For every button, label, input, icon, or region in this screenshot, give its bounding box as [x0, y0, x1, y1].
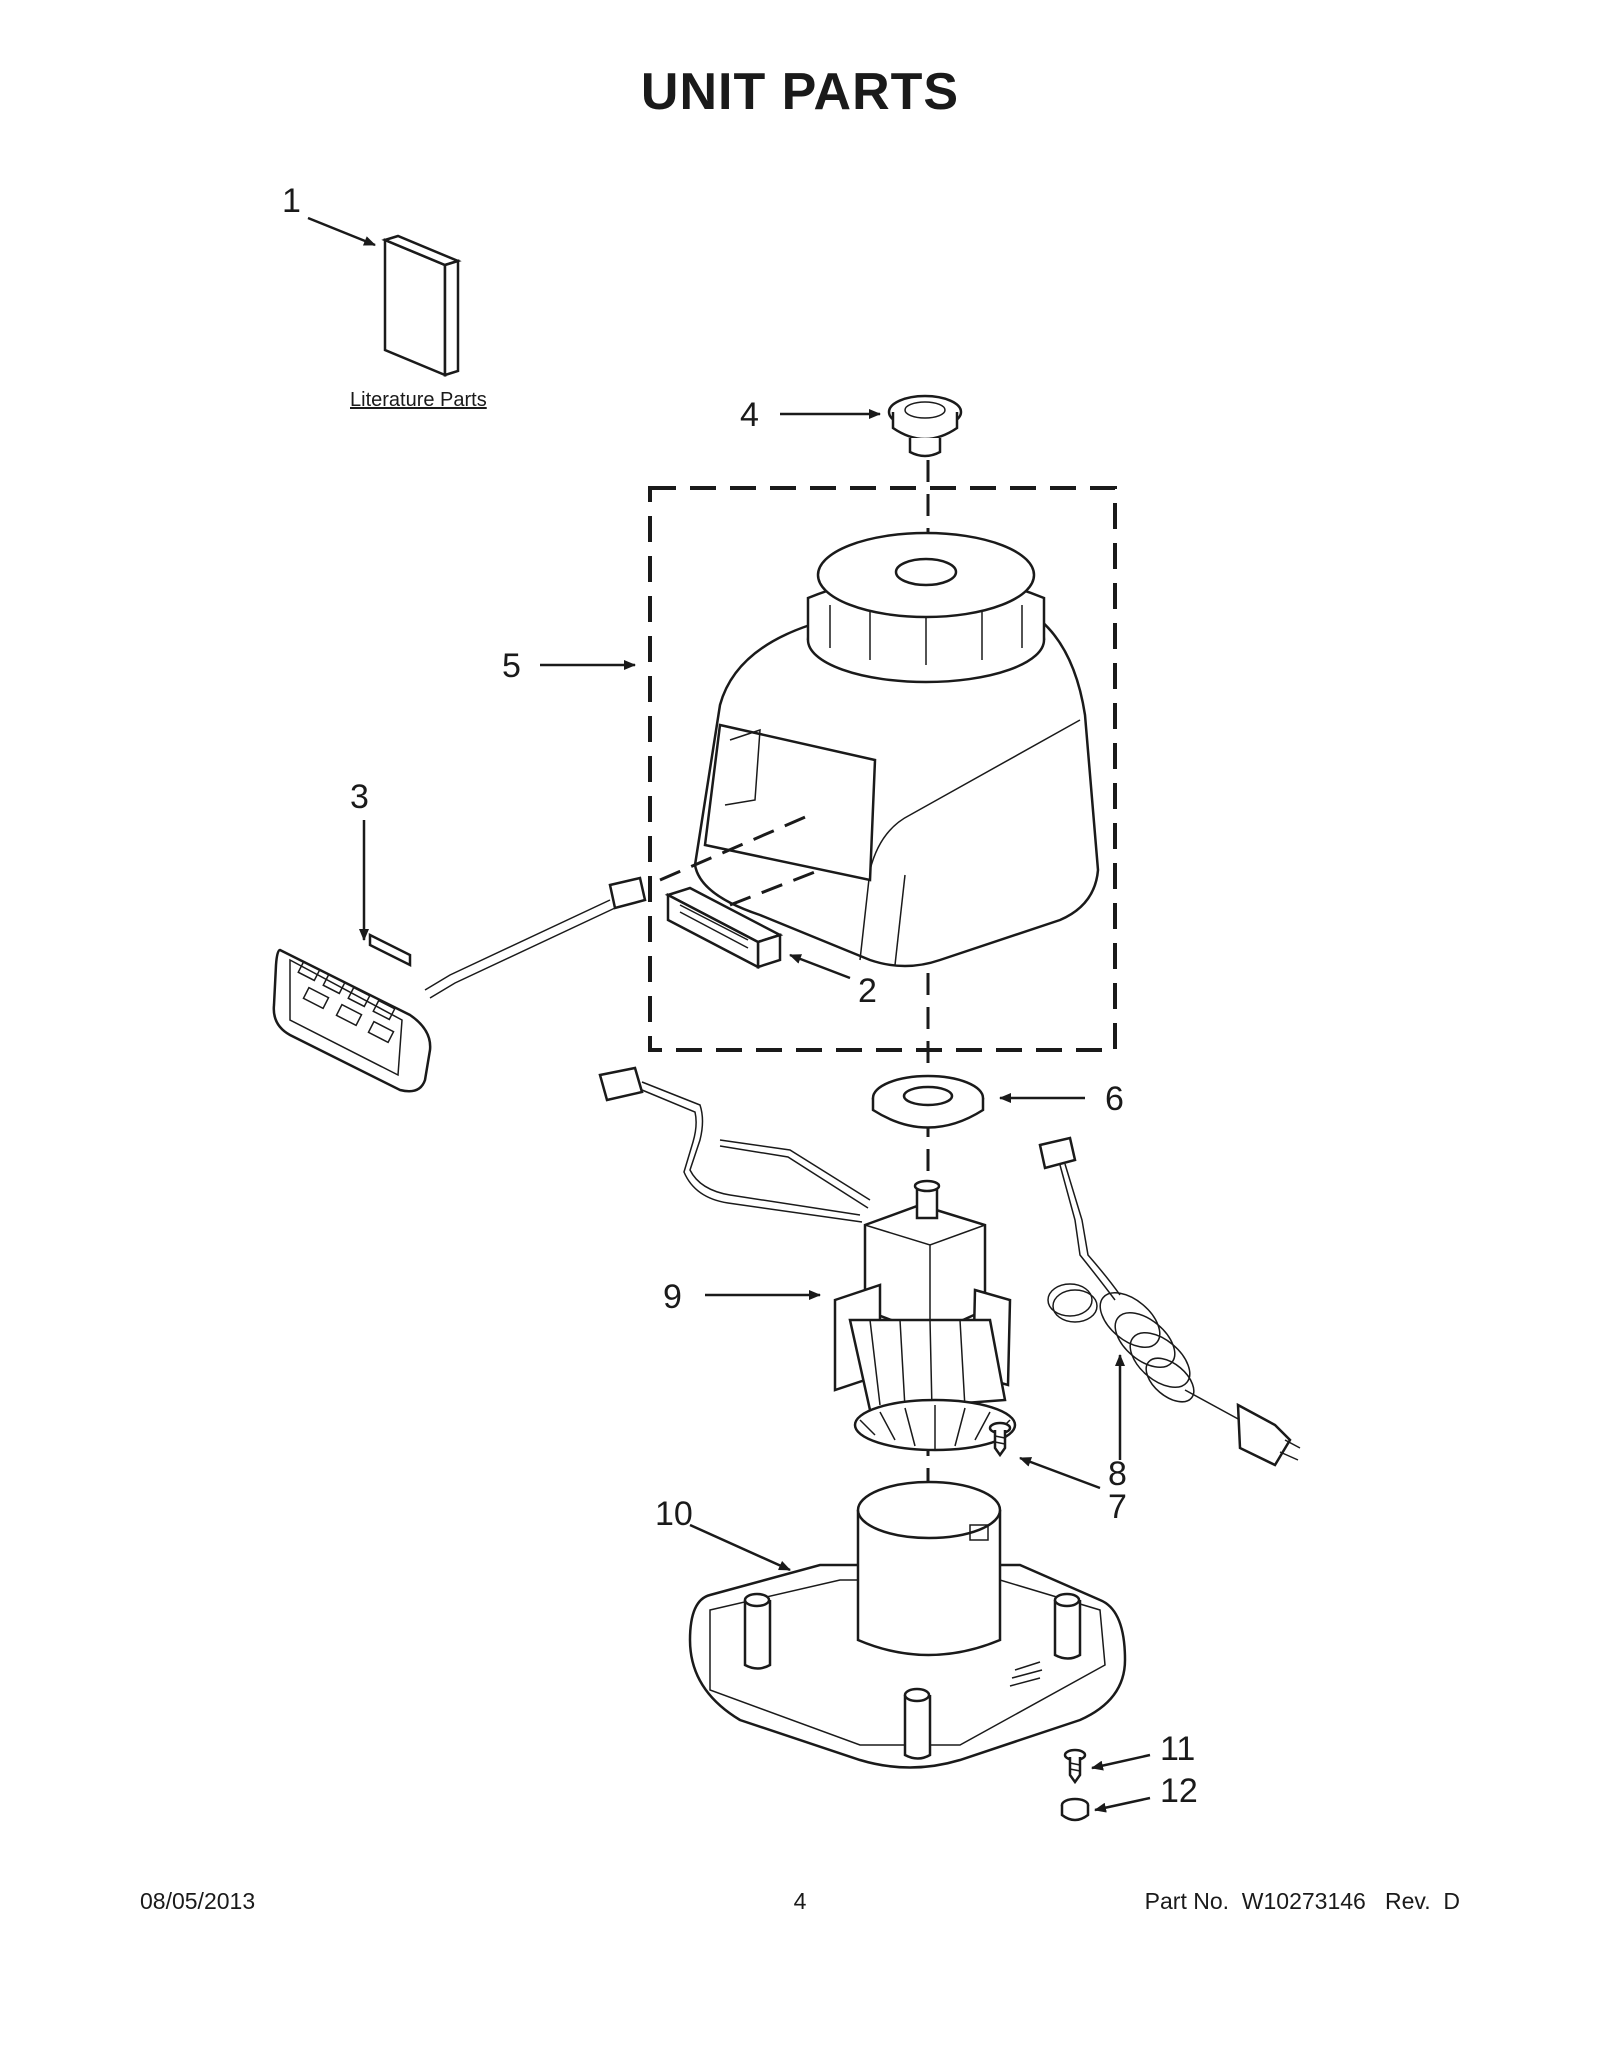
- footer-part-number: Part No. W10273146 Rev. D: [1144, 1888, 1460, 1914]
- callout-1: 1: [282, 182, 301, 220]
- callout-9: 9: [663, 1278, 682, 1316]
- bushing-icon: [887, 394, 963, 458]
- foot-screw-icon: [1063, 1748, 1087, 1785]
- callout-2: 2: [858, 972, 877, 1010]
- leader-arrow-7: [1019, 1456, 1101, 1490]
- leader-arrow-12: [1094, 1796, 1151, 1813]
- literature-parts-label: Literature Parts: [350, 389, 487, 411]
- axis-line: [729, 868, 821, 907]
- leader-arrow-2: [789, 953, 851, 980]
- callout-11: 11: [1160, 1730, 1195, 1768]
- leader-arrow-10: [689, 1523, 791, 1572]
- foot-pad-icon: [1060, 1797, 1090, 1822]
- footer-page-number: 4: [793, 1888, 807, 1914]
- callout-7: 7: [1108, 1488, 1127, 1526]
- leader-arrow-11: [1091, 1753, 1151, 1771]
- callout-6: 6: [1105, 1080, 1124, 1118]
- motor-icon: [598, 1066, 1017, 1452]
- control-panel-icon: [272, 876, 647, 1093]
- callout-10: 10: [655, 1495, 693, 1533]
- callout-5: 5: [502, 647, 521, 685]
- gasket-icon: [871, 1074, 985, 1129]
- callout-12: 12: [1160, 1772, 1198, 1810]
- callout-4: 4: [740, 396, 759, 434]
- literature-book-icon: [381, 234, 462, 377]
- leader-arrow-1: [307, 216, 376, 247]
- housing-assembly-box: [648, 486, 1117, 1052]
- callout-3: 3: [350, 778, 369, 816]
- screw-icon: [988, 1421, 1012, 1458]
- power-cord-icon: [1038, 1136, 1301, 1467]
- footer-date: 08/05/2013: [140, 1888, 256, 1914]
- base-icon: [688, 1480, 1127, 1769]
- page-title: UNIT PARTS: [640, 63, 960, 121]
- motor-housing-icon: [693, 531, 1100, 968]
- callout-8: 8: [1108, 1455, 1127, 1493]
- badge-icon: [664, 886, 784, 970]
- axis-line: [659, 813, 811, 882]
